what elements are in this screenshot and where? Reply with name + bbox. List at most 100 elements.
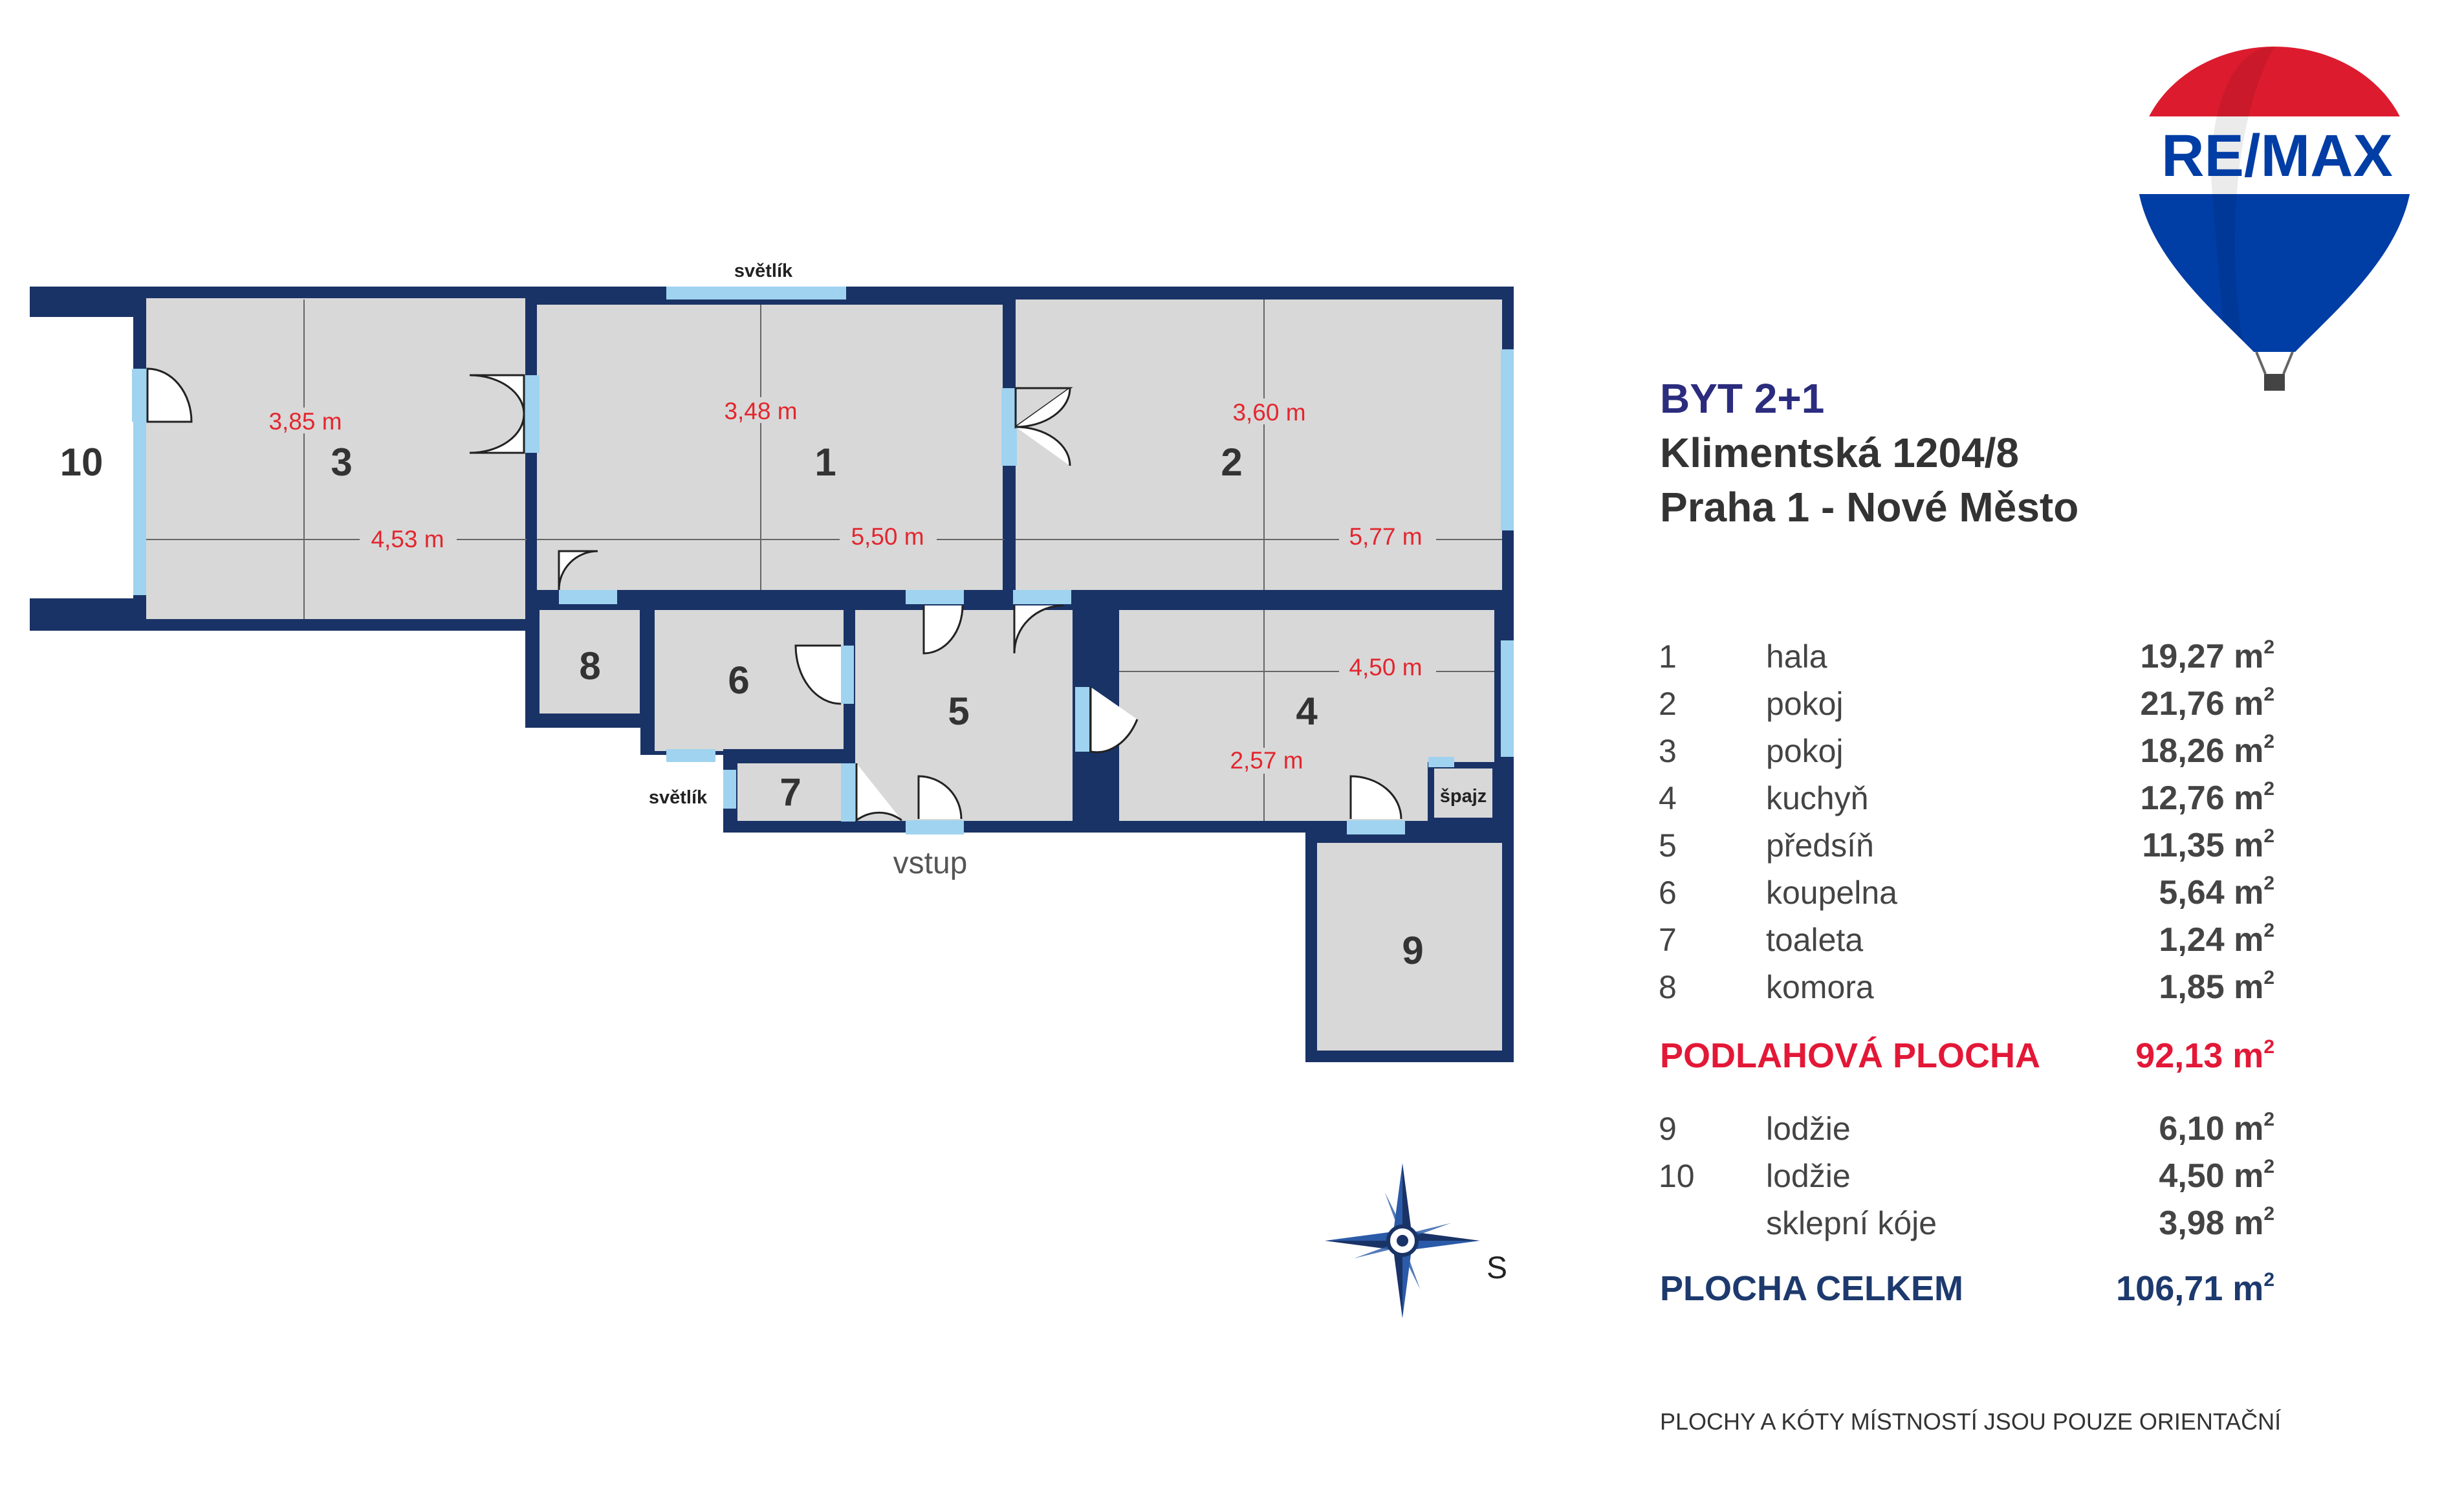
door-opening	[1013, 590, 1071, 604]
entrance-label: vstup	[893, 846, 968, 880]
window	[666, 287, 846, 300]
room-number-2: 2	[1221, 441, 1242, 484]
room-number-4: 4	[1296, 690, 1318, 733]
door-swing	[146, 367, 193, 423]
room-number-8: 8	[579, 644, 600, 688]
area-row-number: 4	[1659, 780, 1677, 816]
area-row-name: koupelna	[1766, 875, 1897, 911]
room-number-10: 10	[60, 441, 104, 484]
door-opening	[906, 590, 964, 604]
dimension-label: 4,50 m	[1349, 654, 1422, 681]
area-row-area: 1,24 m2	[2159, 920, 2274, 959]
area-row-area: 12,76 m2	[2141, 778, 2275, 817]
room-number-3: 3	[331, 441, 352, 484]
extra-row-area: 4,50 m2	[2159, 1156, 2274, 1195]
door-opening	[1347, 820, 1405, 834]
area-row-number: 1	[1659, 638, 1677, 675]
skylight-label: světlík	[649, 787, 708, 808]
area-row-number: 8	[1659, 969, 1677, 1005]
compass-needle	[1402, 1241, 1480, 1250]
dimension-label: 3,48 m	[724, 398, 797, 424]
door-swing	[558, 550, 598, 591]
floor-plan	[30, 287, 1514, 1062]
area-row-area: 19,27 m2	[2141, 637, 2275, 675]
area-row-name: předsíň	[1766, 827, 1874, 864]
logo-text: RE/MAX	[2161, 123, 2393, 189]
dimension-label: 5,50 m	[851, 523, 924, 550]
area-row-name: pokoj	[1766, 733, 1844, 769]
grand-total-label: PLOCHA CELKEM	[1660, 1269, 1963, 1308]
compass-north-label: S	[1487, 1251, 1507, 1285]
window	[666, 749, 715, 762]
door-opening	[559, 590, 617, 604]
door-opening	[840, 646, 854, 704]
area-row-area: 5,64 m2	[2159, 873, 2274, 911]
compass-needle	[1402, 1232, 1480, 1241]
window	[133, 420, 146, 595]
door-swing	[1089, 687, 1139, 754]
area-row-area: 11,35 m2	[2142, 825, 2274, 864]
door-swing	[922, 605, 964, 655]
area-row-number: 3	[1659, 733, 1677, 769]
extra-row-area: 6,10 m2	[2159, 1109, 2274, 1148]
area-row-area: 1,85 m2	[2159, 967, 2274, 1006]
room-10-floor	[30, 317, 133, 598]
area-row-area: 21,76 m2	[2141, 684, 2275, 723]
dimension-label: 5,77 m	[1349, 523, 1422, 550]
area-row-name: pokoj	[1766, 686, 1844, 722]
listing-city: Praha 1 - Nové Město	[1660, 484, 2078, 530]
compass-needle	[1325, 1232, 1402, 1241]
area-row-number: 5	[1659, 827, 1677, 864]
area-row-name: toaleta	[1766, 922, 1863, 958]
room-5-floor	[855, 610, 1073, 821]
grand-total-value: 106,71 m2	[2116, 1269, 2274, 1308]
room-number-9: 9	[1402, 929, 1423, 972]
room-3-floor	[146, 298, 527, 619]
extra-row-number: 9	[1659, 1111, 1677, 1147]
door-opening	[1428, 757, 1454, 767]
door-swing	[917, 775, 963, 820]
door-swing	[1015, 426, 1071, 466]
room-7-floor	[737, 763, 844, 821]
balloon-basket	[2264, 374, 2285, 391]
extra-row-number: 10	[1659, 1158, 1695, 1194]
door-swing	[1013, 604, 1064, 654]
area-row-name: hala	[1766, 638, 1827, 675]
room-number-5: 5	[948, 690, 969, 733]
window	[723, 770, 736, 809]
extra-row-name: sklepní kóje	[1766, 1205, 1937, 1241]
floor-total-label: PODLAHOVÁ PLOCHA	[1660, 1036, 2040, 1075]
extra-row-name: lodžie	[1766, 1158, 1851, 1194]
room-8-floor	[540, 610, 640, 714]
door-swing	[794, 644, 842, 705]
door-opening	[524, 375, 540, 453]
area-row-name: kuchyň	[1766, 780, 1868, 816]
window	[1501, 349, 1514, 530]
door-swing	[1349, 775, 1402, 820]
compass-needle	[1393, 1241, 1402, 1318]
door-swing	[855, 763, 902, 822]
window	[1501, 640, 1514, 757]
room-9-floor	[1317, 843, 1502, 1051]
listing-title: BYT 2+1	[1660, 375, 1824, 422]
pantry-label: špajz	[1440, 786, 1487, 807]
info-panel: BYT 2+1 Klimentská 1204/8 Praha 1 - Nové…	[1659, 375, 2281, 1435]
extra-row-area: 3,98 m2	[2159, 1203, 2274, 1242]
listing-street: Klimentská 1204/8	[1660, 430, 2019, 476]
dimension-label: 3,60 m	[1232, 399, 1305, 426]
door-swing	[1015, 387, 1071, 428]
door-opening	[906, 820, 964, 834]
area-row-name: komora	[1766, 969, 1874, 1005]
area-row-number: 7	[1659, 922, 1677, 958]
door-opening	[1001, 388, 1017, 466]
dimension-label: 4,53 m	[371, 526, 444, 552]
room-number-1: 1	[814, 441, 836, 484]
area-row-area: 18,26 m2	[2141, 731, 2275, 770]
disclaimer-note: PLOCHY A KÓTY MÍSTNOSTÍ JSOU POUZE ORIEN…	[1660, 1408, 2281, 1435]
floor-total-value: 92,13 m2	[2135, 1036, 2274, 1075]
door-opening	[1075, 687, 1089, 752]
dimension-label: 3,85 m	[268, 408, 342, 435]
